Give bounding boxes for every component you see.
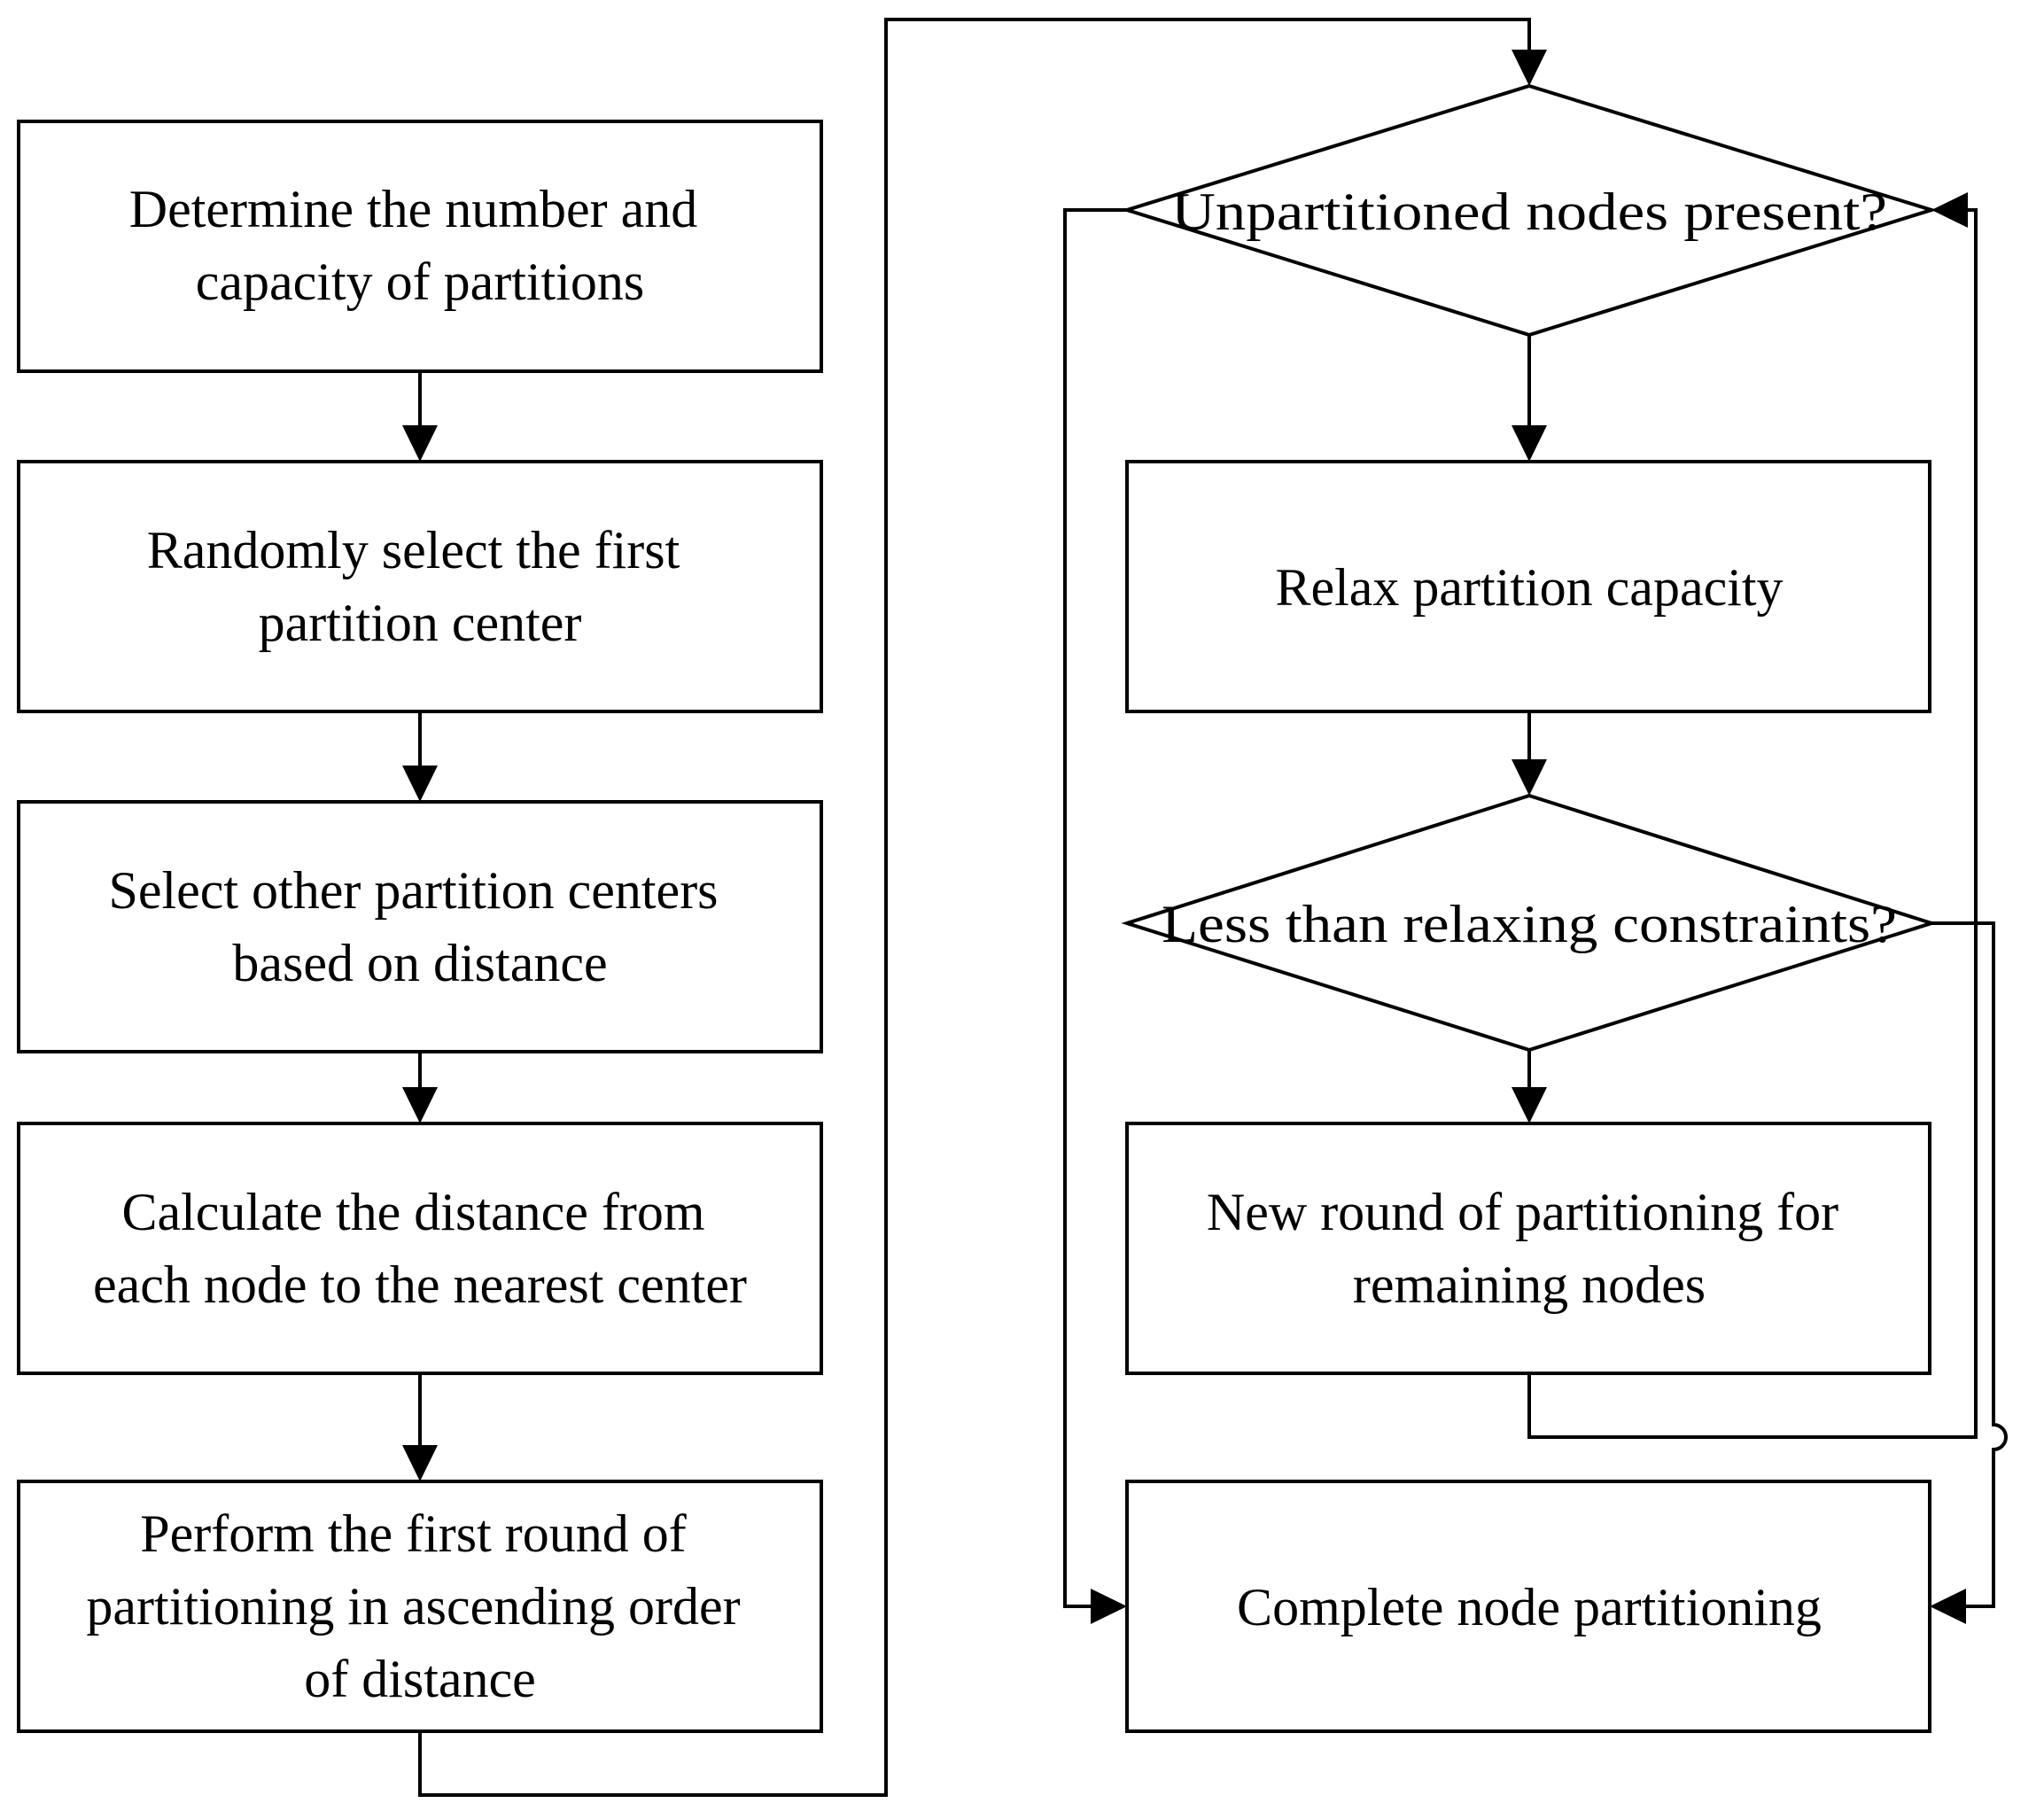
arrowhead (402, 1445, 438, 1481)
arrowhead (402, 1087, 438, 1123)
label-line: Randomly select the first (147, 521, 680, 579)
label-line: Perform the first round of (140, 1504, 687, 1563)
step-complete-partitioning-box (1125, 1480, 1931, 1733)
label-line: Complete node partitioning (1237, 1578, 1822, 1636)
label-line: based on distance (232, 934, 607, 992)
step-new-round-box (1125, 1122, 1931, 1375)
step-complete-partitioning-label: Complete node partitioning (1237, 1578, 1822, 1636)
step-select-other-centers-box (17, 800, 823, 1053)
connector-line (418, 18, 1531, 1797)
label-line: Unpartitioned nodes present? (1171, 183, 1887, 241)
step-calculate-distance-box (17, 1122, 823, 1375)
step-determine-partitions-label: Determine the number and capacity of par… (129, 180, 711, 311)
decision-relaxing-constraints-label: Less than relaxing constraints? (1162, 895, 1897, 953)
arrowhead (1512, 759, 1547, 796)
label-line: Select other partition centers (108, 861, 718, 920)
label-line: remaining nodes (1353, 1255, 1706, 1314)
label-line: New round of partitioning for (1207, 1183, 1838, 1241)
step-calculate-distance-label: Calculate the distance from each node to… (93, 1183, 747, 1314)
arrowhead (1091, 1589, 1127, 1624)
arrowhead (1512, 50, 1547, 86)
step-relax-capacity-label: Relax partition capacity (1275, 558, 1783, 617)
arrowhead (1512, 1087, 1547, 1123)
label-line: of distance (304, 1650, 536, 1708)
label-line: Determine the number and (129, 180, 697, 238)
step-select-first-center-label: Randomly select the first partition cent… (147, 521, 694, 652)
step-select-other-centers-label: Select other partition centers based on … (108, 861, 731, 992)
decision-unpartitioned-nodes-label: Unpartitioned nodes present? (1171, 183, 1887, 241)
step-first-round-box (17, 1480, 823, 1733)
label-line: partitioning in ascending order (86, 1577, 740, 1636)
arrowhead (1930, 1589, 1966, 1624)
label-line: Relax partition capacity (1275, 558, 1783, 617)
arrowhead (1931, 192, 1968, 228)
step-determine-partitions-box (17, 120, 823, 373)
step-first-round-label: Perform the first round of partitioning … (86, 1504, 753, 1708)
connector-line (1063, 208, 1127, 1608)
label-line: Calculate the distance from (121, 1183, 704, 1241)
label-line: capacity of partitions (196, 253, 644, 311)
step-new-round-label: New round of partitioning for remaining … (1207, 1183, 1852, 1314)
connector-line (1931, 921, 2008, 1608)
connector-line (1527, 208, 1978, 1439)
step-relax-capacity-box (1125, 460, 1931, 713)
label-line: Less than relaxing constraints? (1162, 895, 1897, 953)
arrowhead (1512, 425, 1547, 462)
arrowhead (402, 766, 438, 802)
step-select-first-center-box (17, 460, 823, 713)
label-line: partition center (259, 594, 582, 652)
arrowhead (402, 425, 438, 462)
label-line: each node to the nearest center (93, 1255, 747, 1314)
